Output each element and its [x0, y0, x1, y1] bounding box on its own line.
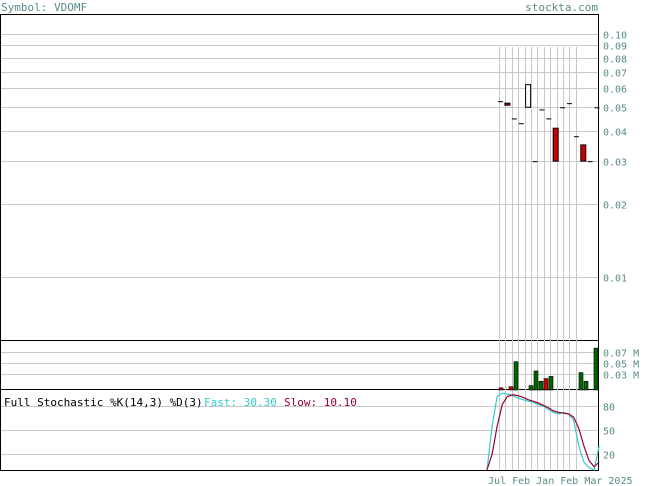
- volume-y-tick-label: 0.05 M: [603, 360, 639, 371]
- candle-body: [567, 103, 572, 105]
- candle-body: [504, 102, 511, 106]
- stochastic-grid: [1, 406, 598, 455]
- stochastic-slow-line: [486, 394, 600, 471]
- stochastic-slow-label: Slow: 10.10: [284, 396, 357, 409]
- stochastic-title: Full Stochastic %K(14,3) %D(3): [4, 396, 203, 409]
- price-y-tick-label: 0.01: [603, 274, 627, 285]
- price-y-tick-label: 0.02: [603, 201, 627, 212]
- volume-grid: [1, 352, 598, 375]
- stochastic-y-axis: 80 50 20: [603, 403, 615, 462]
- stochastic-fast-label: Fast: 30.30: [204, 396, 277, 409]
- candle-body: [587, 161, 593, 163]
- volume-bar: [508, 386, 514, 391]
- stochastic-fast-line: [486, 392, 600, 471]
- volume-bar: [498, 387, 504, 391]
- candle-body: [573, 136, 579, 138]
- candle-body: [594, 107, 600, 109]
- price-y-tick-label: 0.07: [603, 69, 627, 80]
- volume-y-axis: 0.07 M0.05 M0.03 M: [603, 349, 639, 382]
- price-y-tick-label: 0.09: [603, 42, 627, 53]
- stochastic-y-tick-label: 50: [603, 427, 615, 438]
- price-y-axis: 0.100.09 0.08 0.07 0.06 0.05 0.04 0.03 0.02 0.01: [603, 31, 627, 285]
- candle-body: [552, 127, 559, 162]
- volume-bar: [593, 347, 599, 391]
- volume-bar: [538, 380, 544, 391]
- candle-body: [532, 161, 538, 163]
- price-y-tick-label: 0.05: [603, 104, 627, 115]
- volume-bar: [543, 378, 549, 391]
- price-y-tick-label: 0.04: [603, 128, 627, 139]
- price-y-tick-label: 0.06: [603, 85, 627, 96]
- price-y-tick-label: 0.10: [603, 31, 627, 42]
- volume-bar: [578, 372, 584, 391]
- price-panel-frame: [0, 14, 599, 341]
- candle-body: [560, 107, 566, 109]
- stochastic-panel-frame: [0, 389, 599, 471]
- candle-body: [546, 118, 552, 120]
- volume-y-tick-label: 0.03 M: [603, 371, 639, 382]
- candle-body: [518, 123, 524, 125]
- candle-body: [525, 84, 532, 108]
- volume-bars: [498, 347, 599, 391]
- candle-body: [511, 118, 517, 120]
- price-y-tick-label: 0.03: [603, 158, 627, 169]
- volume-bar: [548, 376, 554, 391]
- stochastic-y-tick-label: 20: [603, 451, 615, 462]
- x-axis-date-labels: Jul Feb Jan Feb Mar 2025: [488, 476, 633, 486]
- symbol-label: Symbol: VDOMF: [1, 1, 87, 14]
- price-y-tick-label: 0.08: [603, 55, 627, 66]
- volume-bar: [583, 380, 589, 391]
- volume-bar: [528, 385, 534, 391]
- candle-body: [539, 109, 545, 111]
- price-grid: [1, 34, 598, 470]
- candle-body: [580, 144, 587, 162]
- stochastic-y-tick-label: 80: [603, 403, 615, 414]
- candle-body: [498, 101, 503, 103]
- volume-y-tick-label: 0.07 M: [603, 349, 639, 360]
- volume-panel-frame: [0, 340, 599, 390]
- candlestick-series: [498, 84, 600, 163]
- site-link[interactable]: stockta.com: [525, 1, 598, 14]
- volume-bar: [513, 361, 519, 391]
- volume-bar: [533, 370, 539, 391]
